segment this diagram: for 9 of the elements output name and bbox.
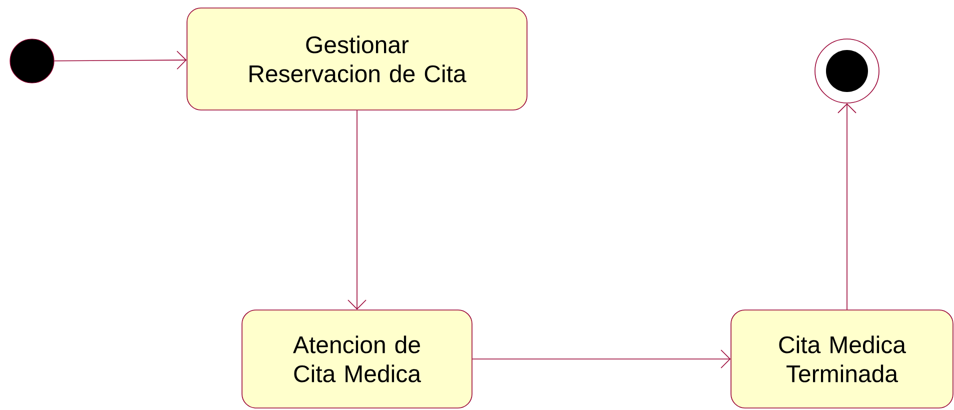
arrow	[838, 103, 856, 310]
initial-state	[10, 38, 54, 84]
arrow	[472, 350, 731, 368]
final-state	[814, 38, 880, 104]
state-box: Atencion de Cita Medica	[242, 310, 472, 408]
state-box: Gestionar Reservacion de Cita	[186, 8, 528, 110]
arrow	[54, 50, 187, 70]
arrow	[348, 110, 366, 310]
state-box: Cita Medica Terminada	[730, 310, 954, 408]
